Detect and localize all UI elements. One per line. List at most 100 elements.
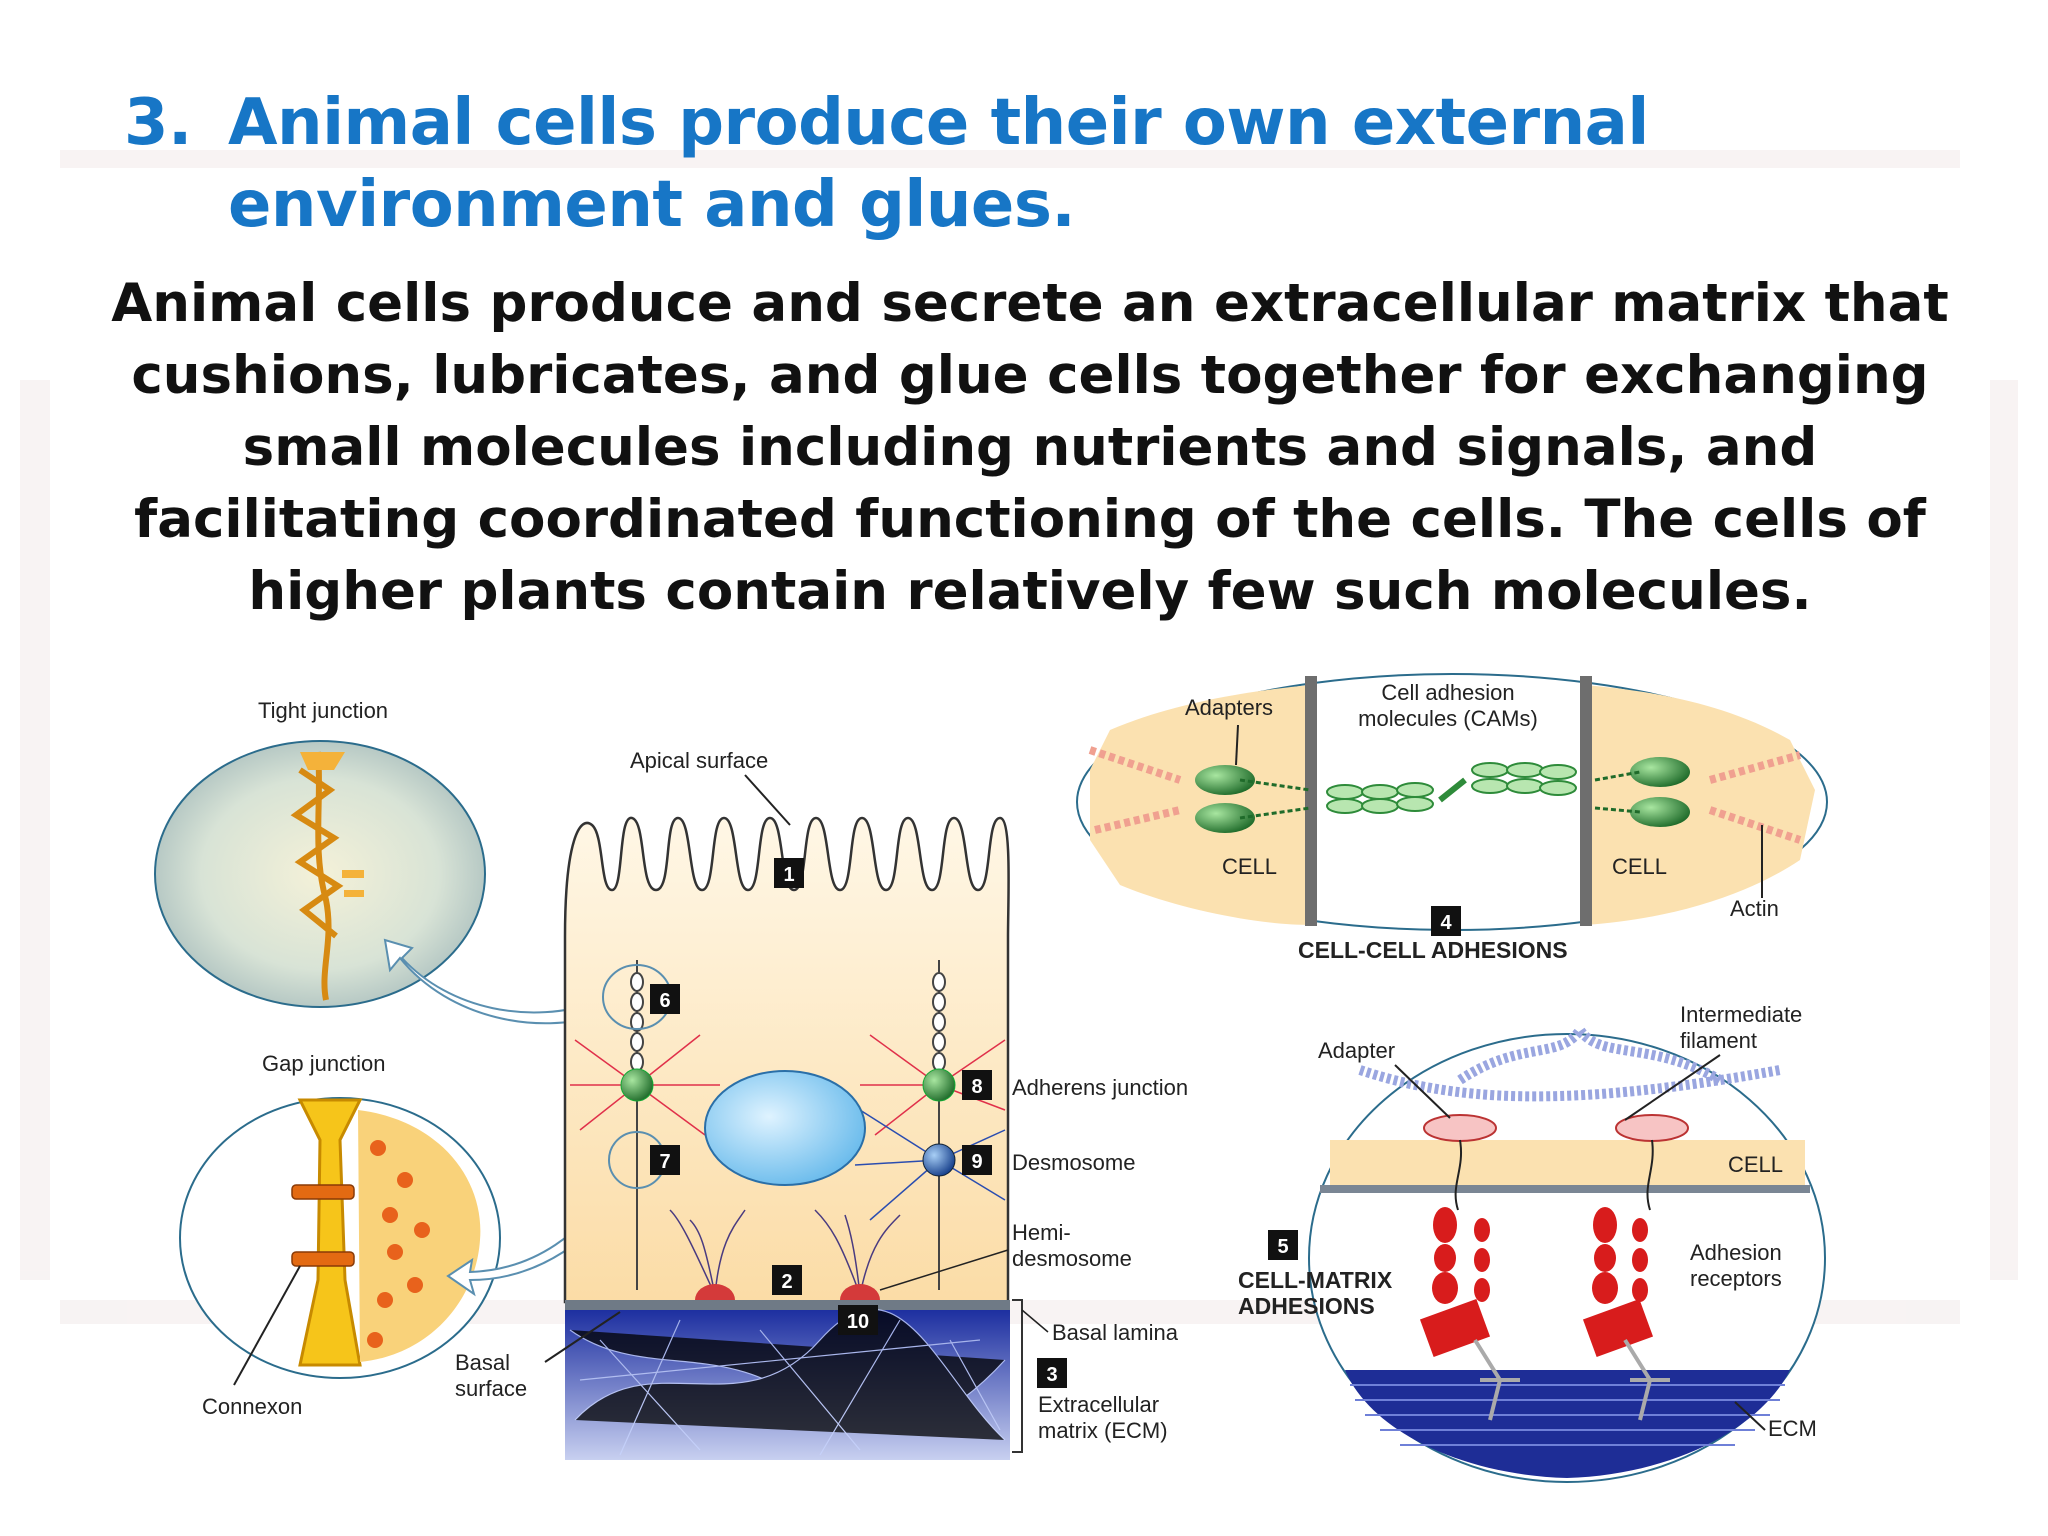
body-line: small molecules including nutrients and … [242, 417, 1818, 478]
badge-3: 3 [1037, 1358, 1067, 1388]
body-line: higher plants contain relatively few suc… [248, 561, 1812, 622]
cell-matrix-ecm [1345, 1370, 1790, 1478]
svg-text:3: 3 [1046, 1364, 1057, 1386]
cell-left-region [1090, 685, 1310, 925]
tight-junction-ridges [300, 752, 364, 897]
intermediate-filament-label-2: filament [1680, 1028, 1757, 1053]
svg-text:2: 2 [781, 1271, 792, 1293]
ecm-label-2: matrix (ECM) [1038, 1418, 1168, 1443]
cell-matrix-label-1: CELL-MATRIX [1238, 1267, 1393, 1293]
svg-text:9: 9 [971, 1151, 982, 1173]
cell-right-region [1585, 685, 1815, 925]
gap-junction-label: Gap junction [262, 1051, 386, 1076]
tight-junction-beads [630, 972, 946, 1072]
badge-8: 8 [962, 1070, 992, 1100]
badge-10: 10 [838, 1305, 878, 1335]
basal-surface-label-1: Basal [455, 1350, 510, 1375]
cell-matrix-label-2: ADHESIONS [1238, 1293, 1375, 1319]
actin-label: Actin [1730, 896, 1779, 921]
cell-matrix-cell-label: CELL [1728, 1152, 1783, 1177]
hemidesmosome-label-1: Hemi- [1012, 1220, 1071, 1245]
ecm-fibers [569, 1308, 1006, 1456]
apical-surface-leader [744, 774, 791, 826]
cam-molecules [1195, 757, 1690, 833]
body-line: cushions, lubricates, and glue cells tog… [131, 345, 1929, 406]
basal-lamina-leader [1021, 1309, 1049, 1333]
body-line: facilitating coordinated functioning of … [134, 489, 1926, 550]
membrane-left [1305, 676, 1317, 926]
intermediate-filament-label-1: Intermediate [1680, 1002, 1802, 1027]
basal-lamina-label: Basal lamina [1052, 1320, 1179, 1345]
adapters-leader [1235, 724, 1239, 766]
hemidesmosome-left [695, 1284, 735, 1300]
adherens-junction-left [620, 1068, 654, 1102]
adhesion-receptors-label-1: Adhesion [1690, 1240, 1782, 1265]
intermediate-filament-arc [1358, 1065, 1781, 1102]
cell-cell-adhesions-label: CELL-CELL ADHESIONS [1298, 937, 1568, 963]
cell-label-left: CELL [1222, 854, 1277, 879]
basal-surface-label-2: surface [455, 1376, 527, 1401]
connexon-leader [233, 1265, 301, 1386]
adapter-label: Adapter [1318, 1038, 1395, 1063]
cams-label-1: Cell adhesion [1381, 680, 1514, 705]
ecm-leader-right [1734, 1401, 1766, 1431]
cell-matrix-membrane [1320, 1185, 1810, 1193]
actin-filaments [1088, 746, 1802, 844]
adherens-junction-right [922, 1068, 956, 1102]
svg-text:10: 10 [847, 1311, 869, 1333]
body-paragraph: Animal cells produce and secrete an extr… [110, 268, 1950, 628]
hemidesmosome-label-2: desmosome [1012, 1246, 1132, 1271]
svg-text:7: 7 [659, 1151, 670, 1173]
svg-text:4: 4 [1440, 912, 1452, 934]
hemidesmosome-right [840, 1284, 880, 1300]
adapter-tether-left [1454, 1139, 1462, 1211]
badge-4: 4 [1431, 906, 1461, 936]
tight-junction-label: Tight junction [258, 698, 388, 723]
cams-label-2: molecules (CAMs) [1358, 706, 1538, 731]
heading-line-1: Animal cells produce their own external [228, 86, 1649, 160]
badge-9: 9 [962, 1145, 992, 1175]
basal-lamina [565, 1300, 1010, 1310]
body-line: Animal cells produce and secrete an extr… [111, 273, 1949, 334]
heading-line-2: environment and glues. [228, 168, 1076, 242]
adherens-junction-label: Adherens junction [1012, 1075, 1188, 1100]
intermediate-filament-leader [1624, 1054, 1721, 1121]
nucleus [704, 1070, 866, 1186]
svg-text:5: 5 [1277, 1236, 1288, 1258]
connexon-channels [291, 1184, 355, 1267]
ecm-ligands [1473, 1338, 1670, 1421]
badge-1: 1 [774, 858, 804, 888]
cell-matrix-cytoplasm [1330, 1140, 1805, 1188]
connexon-label: Connexon [202, 1394, 302, 1419]
cell-junction-figure: Tight junction Gap junction Connexon Api… [154, 673, 1828, 1483]
adhesion-receptors-label-2: receptors [1690, 1266, 1782, 1291]
hemidesmosome-leader [879, 1249, 1009, 1291]
svg-text:8: 8 [971, 1076, 982, 1098]
adapter-tether-right [1646, 1139, 1654, 1211]
ecm-lines [1350, 1384, 1785, 1446]
hemidesmosome-filaments [669, 1209, 901, 1296]
heading-number: 3. [124, 86, 192, 160]
badge-2: 2 [772, 1265, 802, 1295]
intermediate-filament-cross [1457, 1021, 1723, 1085]
membrane-right [1580, 676, 1592, 926]
ecm-label-right: ECM [1768, 1416, 1817, 1441]
badge-7: 7 [650, 1145, 680, 1175]
adapter-left [1423, 1114, 1497, 1142]
apical-surface-label: Apical surface [630, 748, 768, 773]
badge-6: 6 [650, 984, 680, 1014]
badge-5: 5 [1268, 1230, 1298, 1260]
svg-text:6: 6 [659, 990, 670, 1012]
ecm-label-1: Extracellular [1038, 1392, 1159, 1417]
desmosome-right [922, 1143, 956, 1177]
ecm-bracket [1012, 1299, 1023, 1453]
desmosome-label: Desmosome [1012, 1150, 1135, 1175]
adhesion-receptors [1419, 1140, 1654, 1358]
adapters-label: Adapters [1185, 695, 1273, 720]
gap-junction-particles [367, 1140, 430, 1348]
adapter-leader [1394, 1064, 1451, 1119]
tight-junction-strands [290, 751, 344, 1001]
cell-label-right: CELL [1612, 854, 1667, 879]
basal-surface-leader [544, 1311, 621, 1363]
svg-text:1: 1 [783, 864, 794, 886]
